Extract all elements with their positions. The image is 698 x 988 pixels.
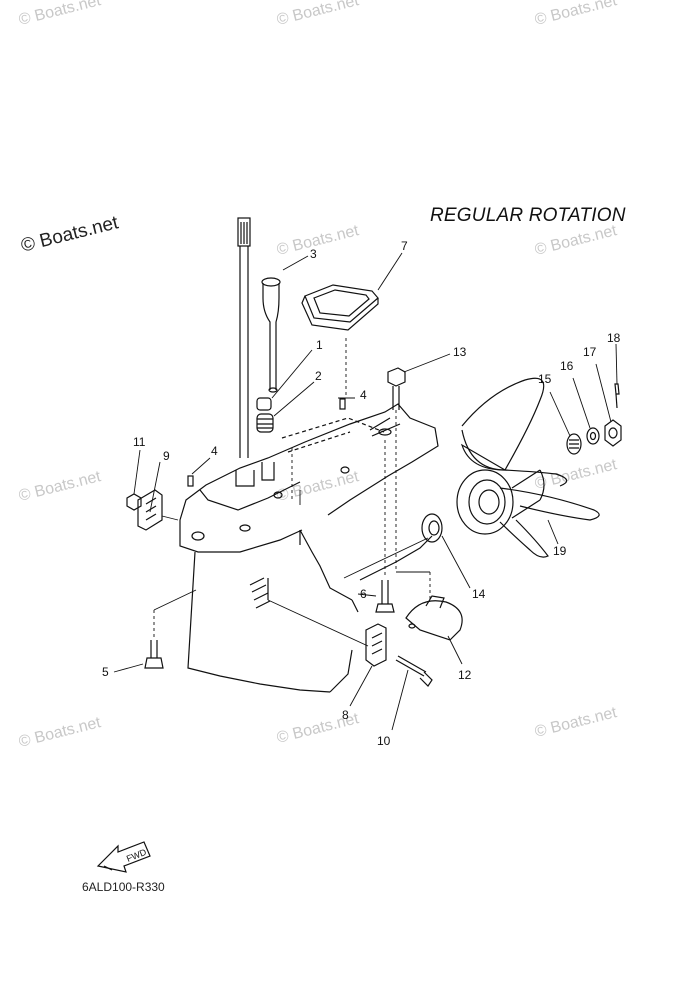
dowel-pin	[187, 475, 194, 487]
callout-8: 8	[342, 708, 349, 722]
trim-tab	[405, 595, 463, 641]
callout-13: 13	[453, 345, 467, 359]
bolt	[395, 655, 433, 687]
callout-3: 3	[310, 247, 317, 261]
callout-5: 5	[102, 665, 109, 679]
seal	[421, 513, 443, 543]
forward-arrow-icon	[96, 841, 151, 873]
callout-14: 14	[472, 587, 486, 601]
callout-17: 17	[583, 345, 597, 359]
grommet-set	[256, 397, 274, 433]
lower-unit-housing	[179, 403, 439, 693]
bolt	[375, 580, 395, 613]
callout-9: 9	[163, 449, 170, 463]
callout-18: 18	[607, 331, 621, 345]
callout-2: 2	[315, 369, 322, 383]
callout-16: 16	[560, 359, 574, 373]
propeller-nut	[604, 419, 622, 447]
leader-lines	[113, 252, 618, 731]
callout-12: 12	[458, 668, 472, 682]
water-tube	[261, 277, 281, 393]
callout-19: 19	[553, 544, 567, 558]
diagram-title: REGULAR ROTATION	[430, 205, 626, 226]
nut	[126, 493, 142, 511]
anode-lower	[365, 623, 387, 667]
drawing-code: 6ALD100-R330	[82, 880, 165, 894]
gasket	[301, 284, 379, 331]
callout-11: 11	[133, 435, 146, 449]
washer	[586, 427, 600, 445]
propeller	[456, 377, 600, 558]
callout-10: 10	[377, 734, 391, 748]
cotter-pin	[614, 383, 620, 409]
callout-15: 15	[538, 372, 552, 386]
callout-4: 4	[360, 388, 367, 402]
washer-hole	[589, 431, 597, 441]
bolt	[387, 367, 406, 410]
bolt	[144, 640, 164, 669]
dowel-pin	[339, 398, 346, 410]
spacer	[566, 433, 582, 455]
callout-6: 6	[360, 587, 367, 601]
drive-shaft	[237, 217, 251, 458]
callout-1: 1	[316, 338, 323, 352]
callout-7: 7	[401, 239, 408, 253]
callout-4: 4	[211, 444, 218, 458]
